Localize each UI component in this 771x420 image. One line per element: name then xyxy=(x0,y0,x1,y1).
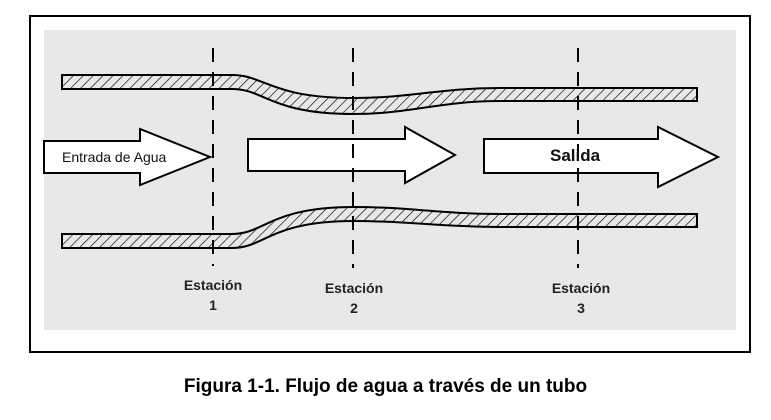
outlet-arrow xyxy=(483,125,721,189)
station-2-number: 2 xyxy=(350,300,358,316)
station-1-number: 1 xyxy=(209,297,217,313)
inlet-arrow xyxy=(43,127,213,187)
station-2-label: Estación 2 xyxy=(309,278,399,318)
station-2-name: Estación xyxy=(324,280,384,296)
station-3-label: Estación 3 xyxy=(536,278,626,318)
figure-caption: Figura 1-1. Flujo de agua a través de un… xyxy=(183,376,588,397)
outlet-arrow-label: Salida xyxy=(550,146,601,165)
pipe-bottom-wall xyxy=(61,205,698,249)
inlet-arrow-label: Entrada de Agua xyxy=(62,149,167,165)
station-1-label: Estación 1 xyxy=(168,275,258,315)
station-1-name: Estación xyxy=(183,277,243,293)
middle-arrow xyxy=(247,125,458,185)
pipe-top-wall xyxy=(61,74,698,116)
station-3-number: 3 xyxy=(577,300,585,316)
station-3-name: Estación xyxy=(551,280,611,296)
